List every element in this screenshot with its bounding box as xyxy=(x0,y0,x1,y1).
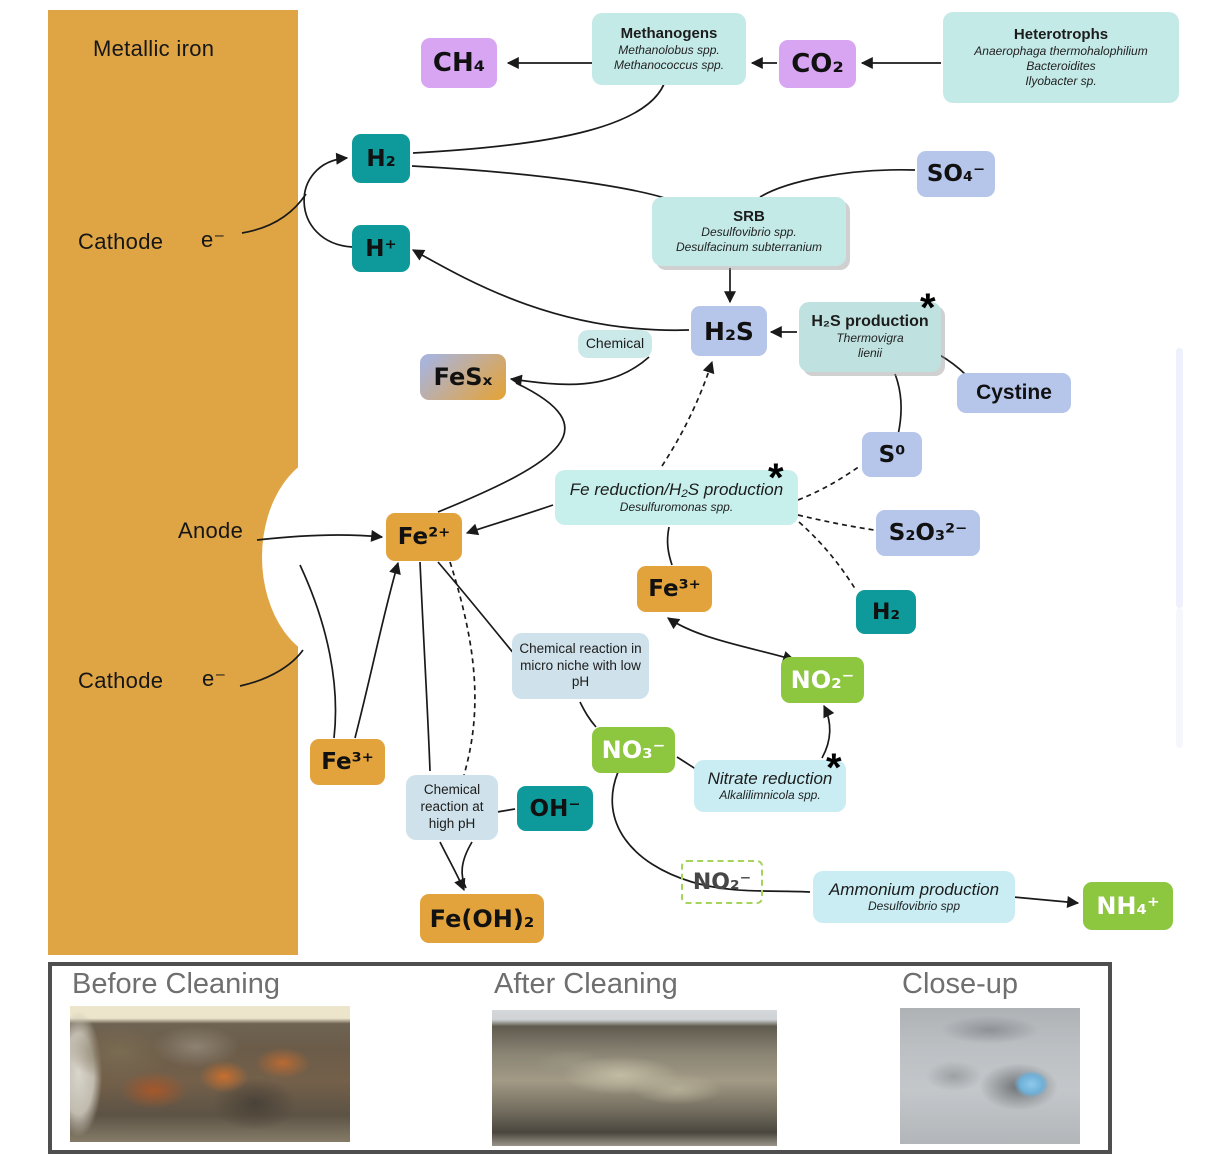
box-high-ph-reaction: Chemical reaction at high pH xyxy=(406,775,498,840)
srb-species-2: Desulfacinum subterranium xyxy=(675,240,823,255)
right-edge-highlight-bar xyxy=(1176,348,1183,608)
node-no2: NO₂⁻ xyxy=(781,657,864,703)
metallic-iron-bar xyxy=(48,10,298,955)
node-h-plus: H⁺ xyxy=(352,225,410,272)
node-fe3-mid: Fe³⁺ xyxy=(637,566,712,612)
before-cleaning-photo xyxy=(70,1006,350,1142)
node-oh: OH⁻ xyxy=(517,786,593,831)
ammonium-production-title: Ammonium production xyxy=(828,879,1000,899)
closeup-label: Close-up xyxy=(902,968,1019,1000)
right-edge-highlight-bar-lower xyxy=(1176,608,1183,748)
node-co2: CO₂ xyxy=(779,40,856,88)
node-so4: SO₄⁻ xyxy=(917,151,995,197)
node-no2-dashed: NO₂⁻ xyxy=(681,860,763,904)
ammonium-production-species-1: Desulfovibrio spp xyxy=(867,899,961,914)
before-cleaning-label: Before Cleaning xyxy=(72,968,280,1000)
node-fe3-left: Fe³⁺ xyxy=(310,739,385,785)
heterotrophs-species-2: Bacteroidites xyxy=(1026,58,1096,73)
organism-ammonium-production: Ammonium production Desulfovibrio spp xyxy=(813,871,1015,923)
fe-reduction-species-1: Desulfuromonas spp. xyxy=(619,499,734,514)
node-feoh2: Fe(OH)₂ xyxy=(420,894,544,943)
heterotrophs-species-3: Ilyobacter sp. xyxy=(1025,73,1097,88)
organism-nitrate-reduction: Nitrate reduction Alkalilimnicola spp. xyxy=(694,760,846,812)
node-h2-top: H₂ xyxy=(352,134,410,183)
after-cleaning-label: After Cleaning xyxy=(494,968,678,1000)
nitrate-reduction-species-1: Alkalilimnicola spp. xyxy=(719,788,821,803)
srb-species-1: Desulfovibrio spp. xyxy=(701,225,797,240)
organism-srb: SRB Desulfovibrio spp. Desulfacinum subt… xyxy=(652,197,846,266)
metallic-iron-label: Metallic iron xyxy=(93,36,215,61)
cathode-top-label: Cathode xyxy=(78,229,164,254)
asterisk-nitrate-reduction: * xyxy=(826,746,842,790)
node-s2o3: S₂O₃²⁻ xyxy=(876,510,980,556)
electron-bottom-label: e⁻ xyxy=(202,666,227,691)
h2s-production-species-2: lienii xyxy=(857,346,882,361)
methanogens-species-1: Methanolobus spp. xyxy=(618,42,720,57)
h2s-production-title: H₂S production xyxy=(811,312,929,330)
srb-title: SRB xyxy=(733,207,765,225)
heterotrophs-title: Heterotrophs xyxy=(1013,26,1109,44)
electron-top-label: e⁻ xyxy=(201,227,226,252)
node-s0: S⁰ xyxy=(862,432,922,477)
organism-fe-reduction: Fe reduction/H₂S production Desulfuromon… xyxy=(555,470,798,525)
node-h2-lower: H₂ xyxy=(856,590,916,634)
methanogens-species-2: Methanococcus spp. xyxy=(613,57,725,72)
node-h2s: H₂S xyxy=(691,306,767,356)
cathode-bottom-label: Cathode xyxy=(78,668,164,693)
node-fe2: Fe²⁺ xyxy=(386,513,462,561)
node-no3: NO₃⁻ xyxy=(592,727,675,773)
organism-methanogens: Methanogens Methanolobus spp. Methanococ… xyxy=(592,13,746,85)
node-ch4: CH₄ xyxy=(421,38,497,88)
asterisk-h2s-production: * xyxy=(920,286,936,330)
organism-h2s-production: H₂S production Thermovigra lienii xyxy=(799,302,941,372)
node-fesx: FeSₓ xyxy=(420,354,506,400)
methanogens-title: Methanogens xyxy=(620,25,718,43)
node-nh4: NH₄⁺ xyxy=(1083,882,1173,930)
box-micro-niche-reaction: Chemical reaction in micro niche with lo… xyxy=(512,633,649,699)
fe-reduction-title: Fe reduction/H₂S production xyxy=(569,480,784,500)
after-cleaning-photo xyxy=(492,1010,777,1146)
closeup-photo xyxy=(900,1008,1080,1144)
asterisk-fe-reduction: * xyxy=(768,456,784,500)
anode-label: Anode xyxy=(178,518,244,543)
h2s-production-species-1: Thermovigra xyxy=(836,331,904,346)
nitrate-reduction-title: Nitrate reduction xyxy=(707,768,833,788)
heterotrophs-species-1: Anaerophaga thermohalophilium xyxy=(974,43,1148,58)
label-chemical: Chemical xyxy=(578,330,652,358)
organism-heterotrophs: Heterotrophs Anaerophaga thermohalophili… xyxy=(943,12,1179,103)
bottom-panel: Before Cleaning After Cleaning Close-up xyxy=(48,962,1112,1154)
node-cystine: Cystine xyxy=(957,373,1071,413)
